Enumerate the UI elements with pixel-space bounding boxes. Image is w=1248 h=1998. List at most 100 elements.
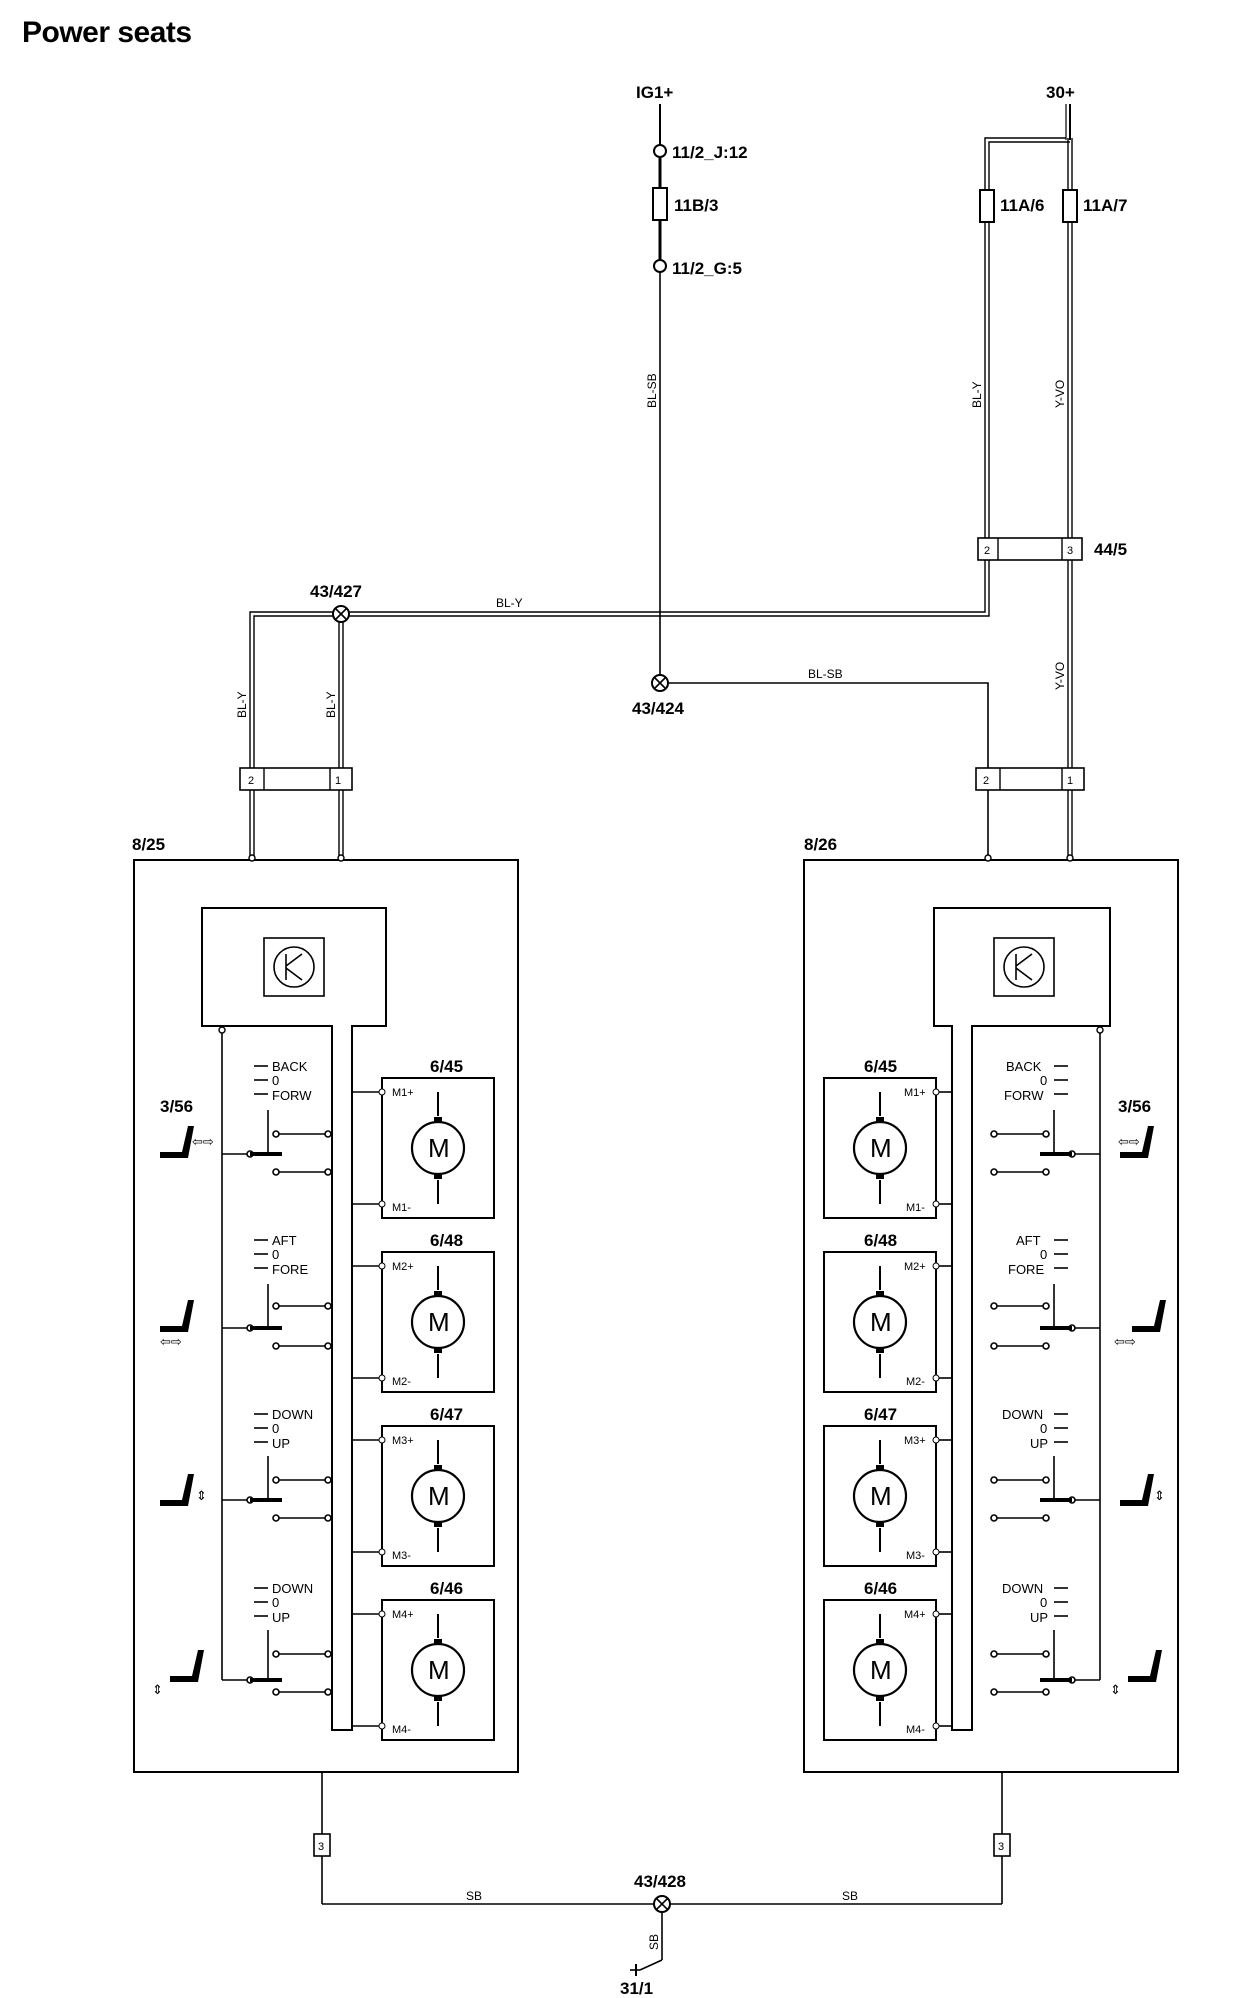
pos-zero-left-4: 0	[272, 1595, 279, 1610]
pos-down-left-1: DOWN	[272, 1407, 313, 1422]
svg-text:⇦⇨: ⇦⇨	[160, 1334, 182, 1349]
motor-ref-6-47-left: 6/47	[430, 1405, 463, 1424]
module-left-label: 8/25	[132, 835, 165, 854]
wire-label-y-vo-top: Y-VO	[1053, 380, 1067, 408]
fuse-11b3-label: 11B/3	[674, 196, 718, 215]
splice-43-428	[653, 1895, 671, 1913]
pos-down-right-1: DOWN	[1002, 1407, 1043, 1422]
motor-m1-plus-right: M1+	[904, 1087, 926, 1099]
svg-text:⇦⇨: ⇦⇨	[192, 1134, 214, 1149]
seat-icon-right-4: ⇕	[1110, 1650, 1162, 1697]
pos-fore-left: FORE	[272, 1262, 308, 1277]
splice-43-424	[651, 674, 989, 768]
motor-m1-plus-left: M1+	[392, 1087, 414, 1099]
b30-label: 30+	[1046, 83, 1075, 102]
right-switch-group	[990, 1065, 1100, 1696]
motor-m2-plus-left: M2+	[392, 1261, 414, 1273]
pos-zero-left-2: 0	[272, 1247, 279, 1262]
b30-circuit	[340, 104, 1083, 768]
pos-zero-left-3: 0	[272, 1421, 279, 1436]
pos-fore-right: FORE	[1008, 1262, 1044, 1277]
svg-text:⇕: ⇕	[196, 1488, 207, 1503]
pin-left-1: 1	[335, 775, 341, 787]
connector-44-5-label: 44/5	[1094, 540, 1127, 559]
left-supply-wires	[239, 611, 353, 856]
motor-ref-6-46-right: 6/46	[864, 1579, 897, 1598]
splice-43-428-label: 43/428	[634, 1872, 686, 1891]
pin-ground-left-3: 3	[318, 1841, 324, 1853]
motor-m3-plus-left: M3+	[392, 1435, 414, 1447]
svg-text:⇕: ⇕	[152, 1682, 163, 1697]
pos-zero-left-1: 0	[272, 1073, 279, 1088]
pos-back-right: BACK	[1006, 1059, 1042, 1074]
motor-m3-minus-left: M3-	[392, 1550, 411, 1562]
seat-icon-right-3: ⇕	[1120, 1474, 1165, 1506]
pos-back-left: BACK	[272, 1059, 308, 1074]
pin-44-5-3: 3	[1067, 545, 1073, 557]
pos-forw-right: FORW	[1004, 1088, 1044, 1103]
ig1-circuit	[652, 104, 668, 683]
ig1-label: IG1+	[636, 83, 673, 102]
wire-label-y-vo-lower: Y-VO	[1053, 662, 1067, 690]
motor-m4-plus-right: M4+	[904, 1609, 926, 1621]
motor-m2-minus-right: M2-	[906, 1376, 925, 1388]
wire-label-sb-vertical: SB	[647, 1934, 661, 1950]
pos-aft-left: AFT	[272, 1233, 297, 1248]
seat-icon-left-4: ⇕	[152, 1650, 204, 1697]
module-right	[803, 854, 1179, 1773]
svg-text:M: M	[428, 1481, 450, 1511]
pos-zero-right-3: 0	[1040, 1421, 1047, 1436]
motor-ref-6-48-right: 6/48	[864, 1231, 897, 1250]
left-switch-group	[222, 1065, 332, 1696]
motor-ref-6-45-right: 6/45	[864, 1057, 897, 1076]
motor-ref-6-45-left: 6/45	[430, 1057, 463, 1076]
switch-ref-right: 3/56	[1118, 1097, 1151, 1116]
svg-text:⇦⇨: ⇦⇨	[1114, 1334, 1136, 1349]
ground-label: 31/1	[620, 1979, 653, 1998]
wire-label-bl-sb-vertical: BL-SB	[645, 373, 659, 408]
splice-43-424-label: 43/424	[632, 699, 685, 718]
motor-m4-minus-left: M4-	[392, 1724, 411, 1736]
pin-44-5-2: 2	[984, 545, 990, 557]
splice-43-427	[332, 605, 350, 623]
pin-right-1: 1	[1067, 775, 1073, 787]
motor-ref-6-46-left: 6/46	[430, 1579, 463, 1598]
terminal-g5: 11/2_G:5	[672, 259, 742, 278]
pos-zero-right-4: 0	[1040, 1595, 1047, 1610]
seat-icon-left-1: ⇦⇨	[160, 1126, 214, 1158]
wire-label-sb-left: SB	[466, 1889, 482, 1903]
motor-m1-minus-left: M1-	[392, 1202, 411, 1214]
seat-icon-left-3: ⇕	[160, 1474, 207, 1506]
svg-text:⇕: ⇕	[1110, 1682, 1121, 1697]
motor-left-m2: M	[352, 1250, 496, 1394]
pos-up-left-1: UP	[272, 1436, 290, 1451]
motor-ref-6-47-right: 6/47	[864, 1405, 897, 1424]
pos-down-right-2: DOWN	[1002, 1581, 1043, 1596]
svg-text:M: M	[428, 1307, 450, 1337]
module-left	[133, 854, 519, 1773]
motor-left-m4: M	[352, 1598, 496, 1742]
motor-m4-plus-left: M4+	[392, 1609, 414, 1621]
switch-ref-left: 3/56	[160, 1097, 193, 1116]
motor-right-m2: M	[822, 1250, 952, 1394]
wire-label-sb-right: SB	[842, 1889, 858, 1903]
svg-text:M: M	[870, 1307, 892, 1337]
svg-text:⇕: ⇕	[1154, 1488, 1165, 1503]
wire-label-bl-y-right: BL-Y	[970, 381, 984, 408]
terminal-j12: 11/2_J:12	[672, 143, 748, 162]
pos-forw-left: FORW	[272, 1088, 312, 1103]
svg-text:M: M	[870, 1481, 892, 1511]
fuse-11a6-label: 11A/6	[1000, 196, 1044, 215]
wire-label-bl-y-left-a: BL-Y	[235, 691, 249, 718]
seat-icon-right-2: ⇦⇨	[1114, 1300, 1166, 1349]
pos-zero-right-2: 0	[1040, 1247, 1047, 1262]
pos-up-left-2: UP	[272, 1610, 290, 1625]
pin-ground-right-3: 3	[998, 1841, 1004, 1853]
pin-right-2: 2	[983, 775, 989, 787]
motor-right-m4: M	[822, 1598, 952, 1742]
pos-up-right-1: UP	[1030, 1436, 1048, 1451]
wire-label-bl-sb-horizontal: BL-SB	[808, 667, 843, 681]
fuse-11a7-label: 11A/7	[1083, 196, 1127, 215]
motor-m2-plus-right: M2+	[904, 1261, 926, 1273]
